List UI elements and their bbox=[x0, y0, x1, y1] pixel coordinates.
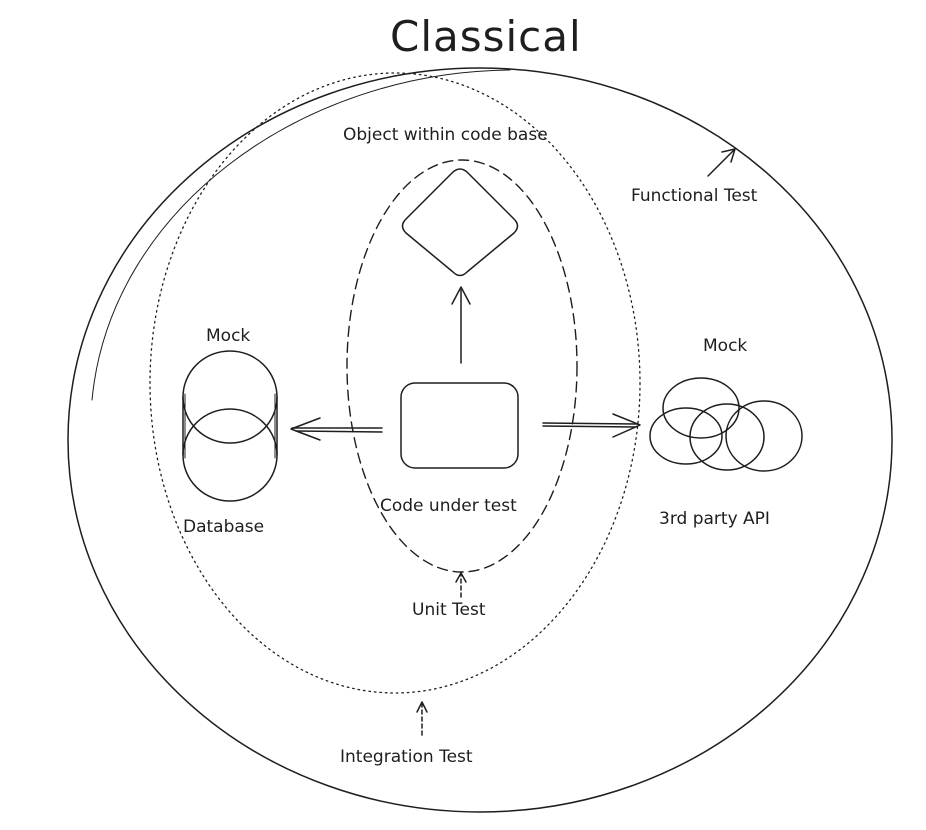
arrow-to-api bbox=[542, 413, 641, 438]
diagram-title: Classical bbox=[390, 12, 582, 61]
arrow-to-database bbox=[290, 417, 383, 441]
object-within-code-base-label: Object within code base bbox=[343, 125, 548, 145]
mock-database-label: Mock bbox=[206, 326, 251, 346]
functional-test-pointer bbox=[707, 148, 736, 177]
integration-test-pointer bbox=[416, 701, 428, 736]
unit-test-pointer bbox=[455, 572, 467, 598]
code-under-test-label: Code under test bbox=[380, 496, 517, 516]
database-label: Database bbox=[183, 517, 265, 537]
functional-test-label: Functional Test bbox=[631, 186, 758, 206]
database-cylinder-icon bbox=[182, 350, 278, 502]
code-under-test-shape bbox=[400, 382, 519, 469]
mock-api-label: Mock bbox=[703, 336, 748, 356]
unit-test-label: Unit Test bbox=[412, 600, 486, 620]
cloud-api-icon bbox=[649, 377, 803, 472]
object-diamond-shape bbox=[401, 168, 519, 277]
functional-test-boundary bbox=[67, 67, 893, 813]
third-party-api-label: 3rd party API bbox=[659, 509, 770, 529]
integration-test-boundary bbox=[149, 72, 641, 694]
integration-test-label: Integration Test bbox=[340, 747, 473, 767]
unit-test-boundary bbox=[346, 159, 578, 573]
arrow-to-object bbox=[451, 286, 471, 364]
